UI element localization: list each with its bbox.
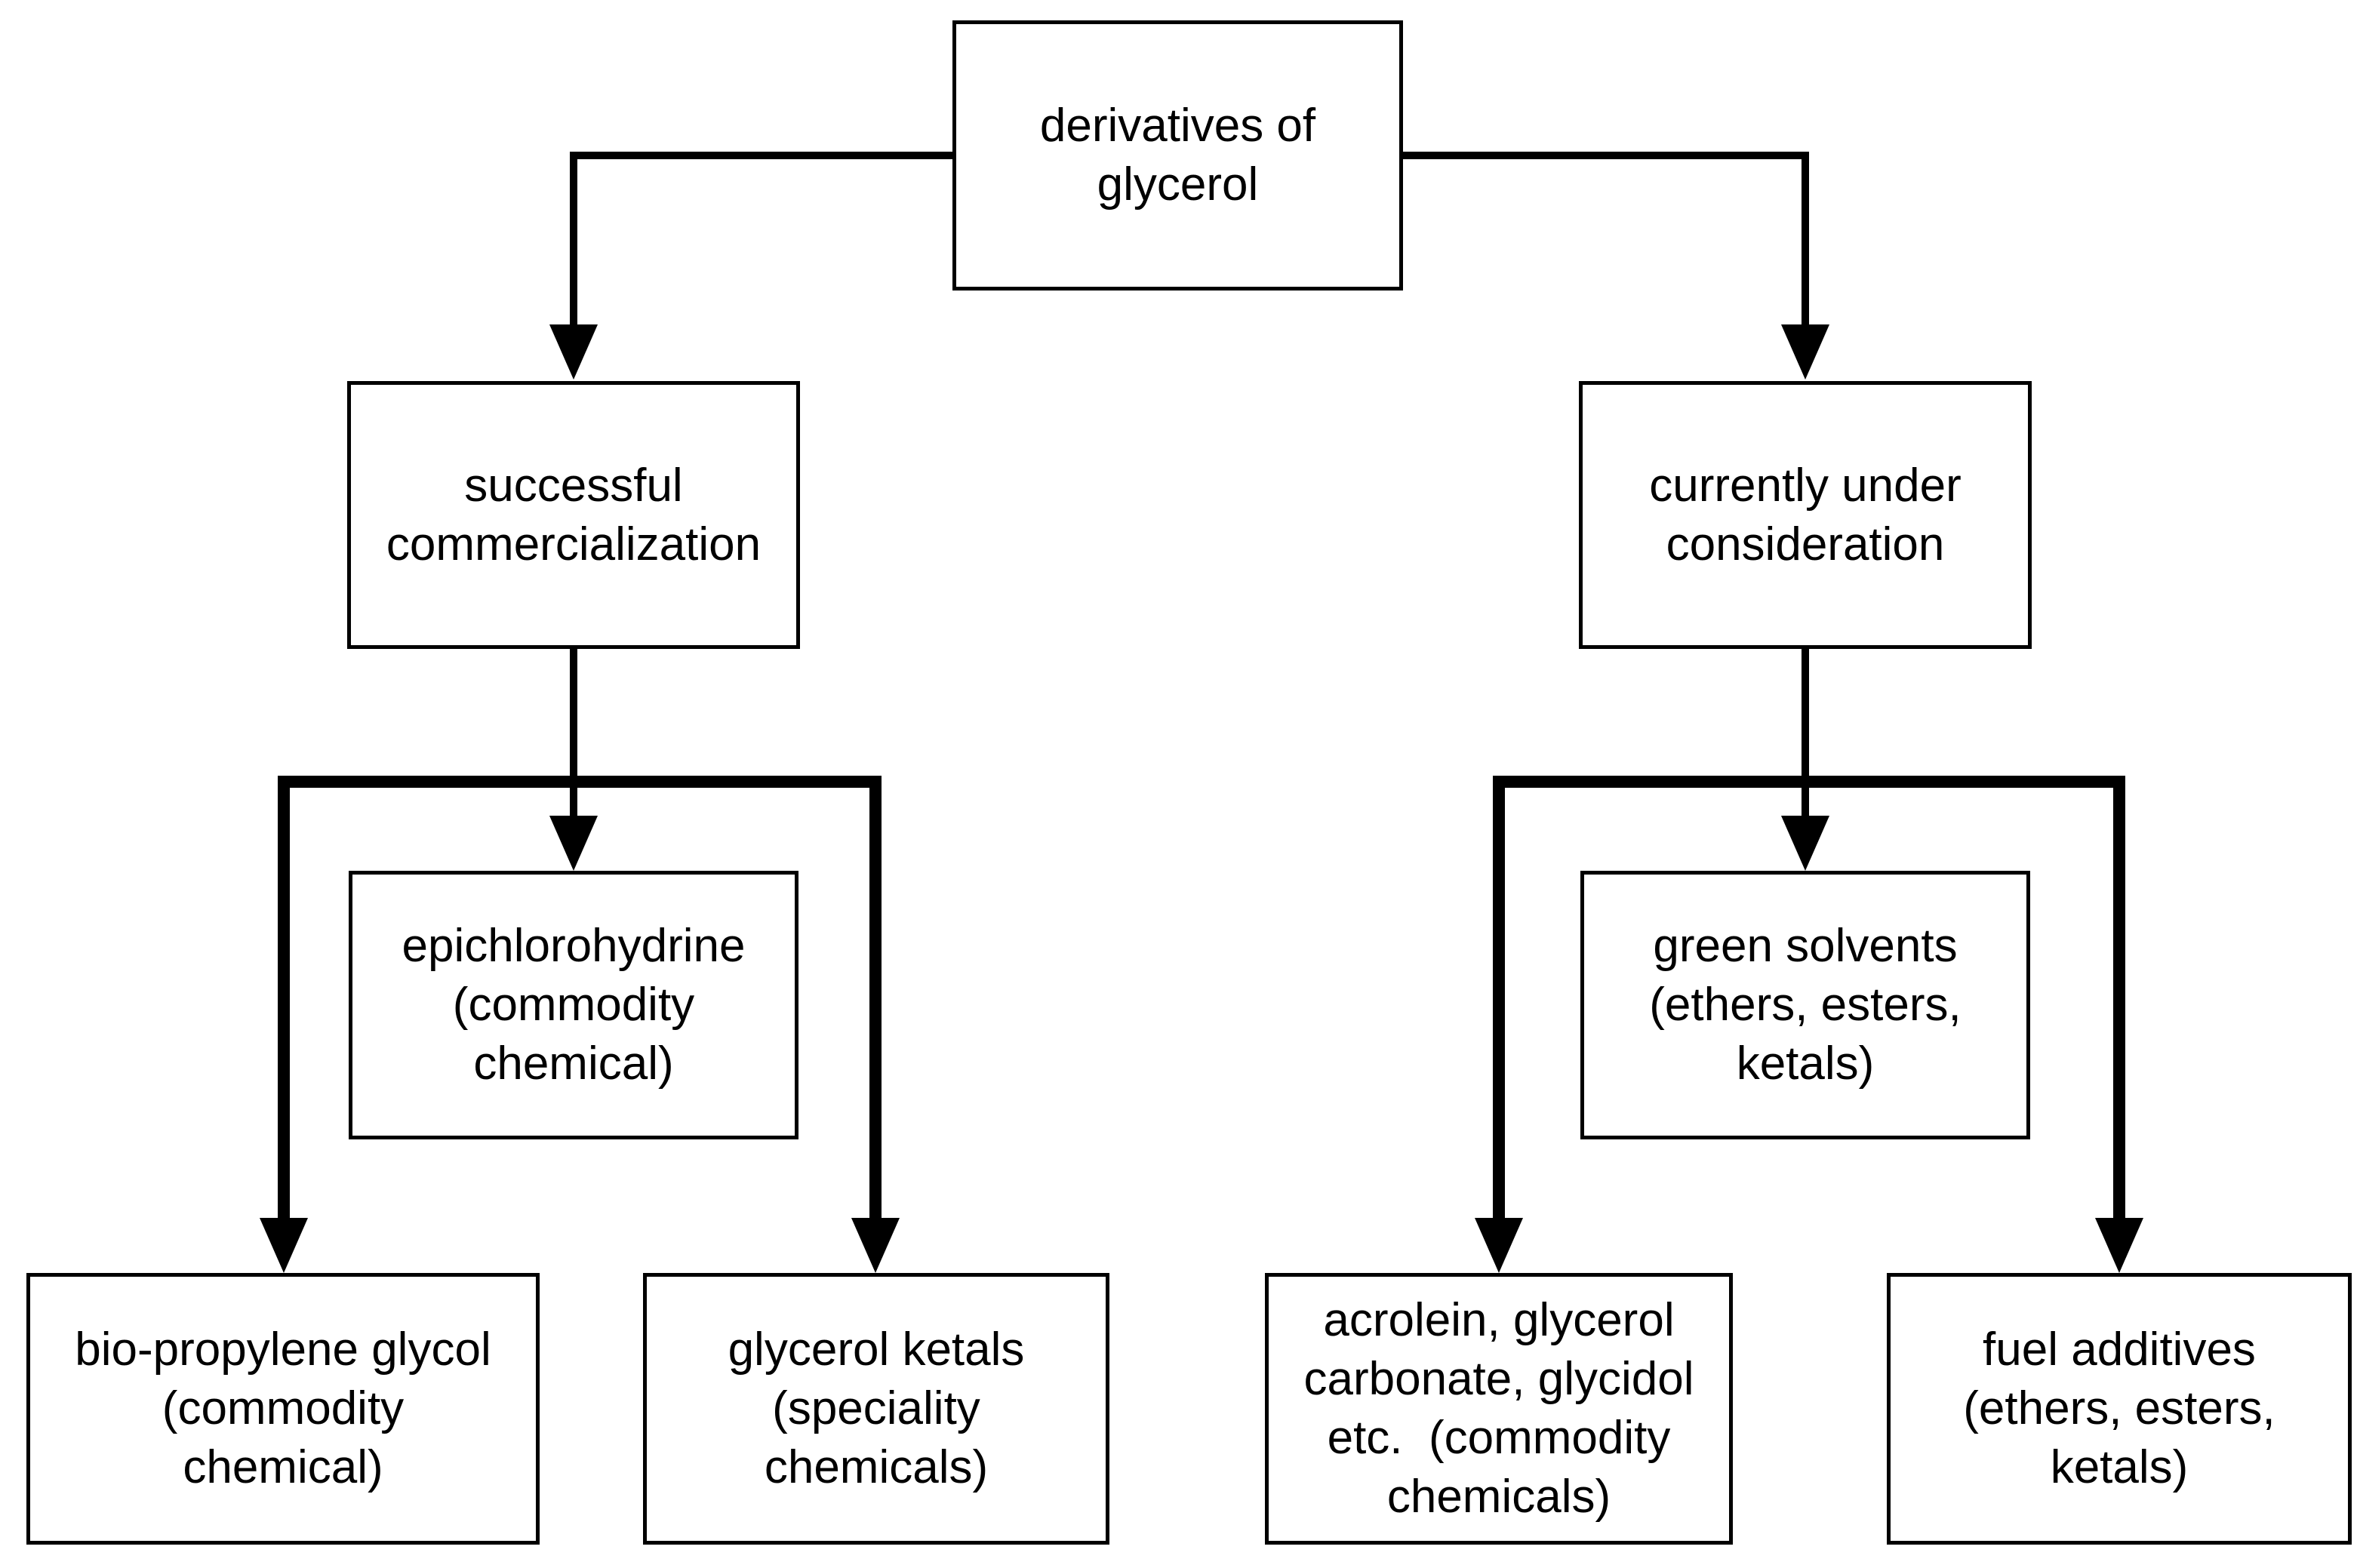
arrow-down-icon <box>1475 1218 1523 1273</box>
arrow-down-icon <box>549 324 598 380</box>
node-derivatives-of-glycerol-label: derivatives of glycerol <box>1039 100 1316 211</box>
connector-line-left-bracket-vertical-left <box>278 776 290 1218</box>
node-currently-under-consideration-label: currently under consideration <box>1649 459 1962 570</box>
node-acrolein-glycerol-carbonate-glycidol-label: acrolein, glycerol carbonate, glycidol e… <box>1303 1294 1694 1523</box>
connector-line-right-bracket-horizontal <box>1493 776 2125 788</box>
connector-line-right-bracket-vertical-right <box>2113 776 2125 1218</box>
arrow-down-icon <box>1781 816 1829 871</box>
node-glycerol-ketals: glycerol ketals (speciality chemicals) <box>643 1273 1109 1545</box>
node-glycerol-ketals-label: glycerol ketals (speciality chemicals) <box>728 1324 1025 1493</box>
node-green-solvents: green solvents (ethers, esters, ketals) <box>1580 871 2030 1139</box>
node-fuel-additives: fuel additives (ethers, esters, ketals) <box>1887 1273 2352 1545</box>
arrow-down-icon <box>260 1218 308 1273</box>
node-epichlorohydrine-label: epichlorohydrine (commodity chemical) <box>402 920 746 1090</box>
connector-line-root-to-left-vertical <box>570 152 577 327</box>
arrow-down-icon <box>2095 1218 2143 1273</box>
connector-line-root-to-right-horizontal <box>1403 152 1809 159</box>
connector-line-left-bracket-horizontal <box>278 776 882 788</box>
node-acrolein-glycerol-carbonate-glycidol: acrolein, glycerol carbonate, glycidol e… <box>1265 1273 1733 1545</box>
node-successful-commercialization: successful commercialization <box>347 381 800 649</box>
node-bio-propylene-glycol-label: bio-propylene glycol (commodity chemical… <box>75 1324 491 1493</box>
node-fuel-additives-label: fuel additives (ethers, esters, ketals) <box>1963 1324 2275 1493</box>
arrow-down-icon <box>549 816 598 871</box>
arrow-down-icon <box>851 1218 900 1273</box>
connector-line-right-branch-down <box>1802 649 1809 819</box>
node-epichlorohydrine: epichlorohydrine (commodity chemical) <box>349 871 798 1139</box>
node-successful-commercialization-label: successful commercialization <box>386 459 762 570</box>
connector-line-root-to-left-horizontal <box>570 152 952 159</box>
node-derivatives-of-glycerol: derivatives of glycerol <box>952 20 1403 291</box>
connector-line-root-to-right-vertical <box>1802 152 1809 327</box>
node-currently-under-consideration: currently under consideration <box>1579 381 2032 649</box>
node-green-solvents-label: green solvents (ethers, esters, ketals) <box>1649 920 1962 1090</box>
node-bio-propylene-glycol: bio-propylene glycol (commodity chemical… <box>26 1273 540 1545</box>
arrow-down-icon <box>1781 324 1829 380</box>
connector-line-left-bracket-vertical-right <box>869 776 882 1218</box>
connector-line-left-branch-down <box>570 649 577 819</box>
connector-line-right-bracket-vertical-left <box>1493 776 1505 1218</box>
